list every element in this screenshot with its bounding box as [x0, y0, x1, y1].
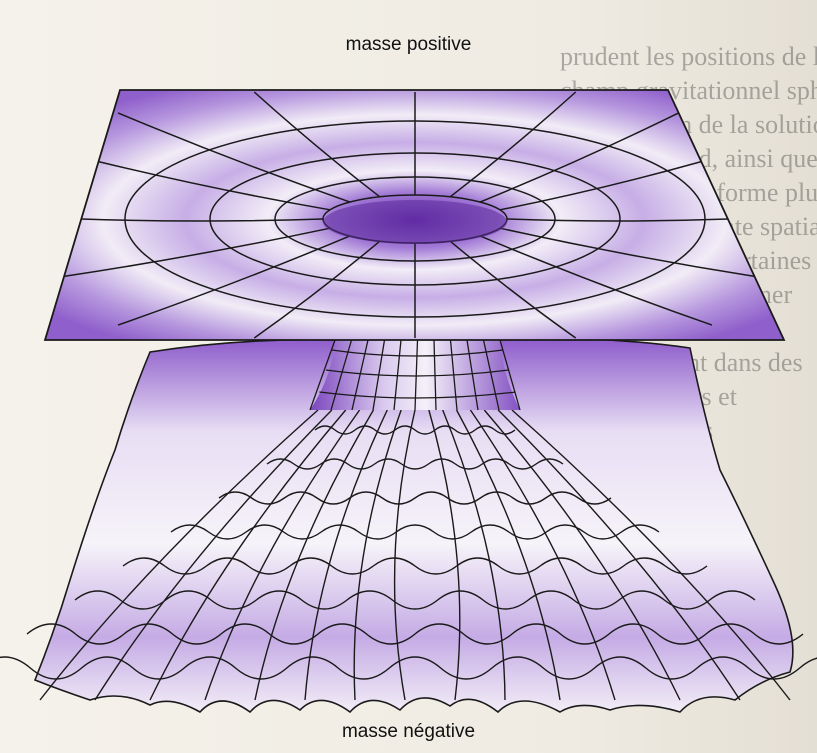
- positive-mass-label: masse positive: [0, 34, 817, 56]
- throat-opening: [323, 200, 507, 244]
- negative-mass-label: masse négative: [0, 721, 817, 743]
